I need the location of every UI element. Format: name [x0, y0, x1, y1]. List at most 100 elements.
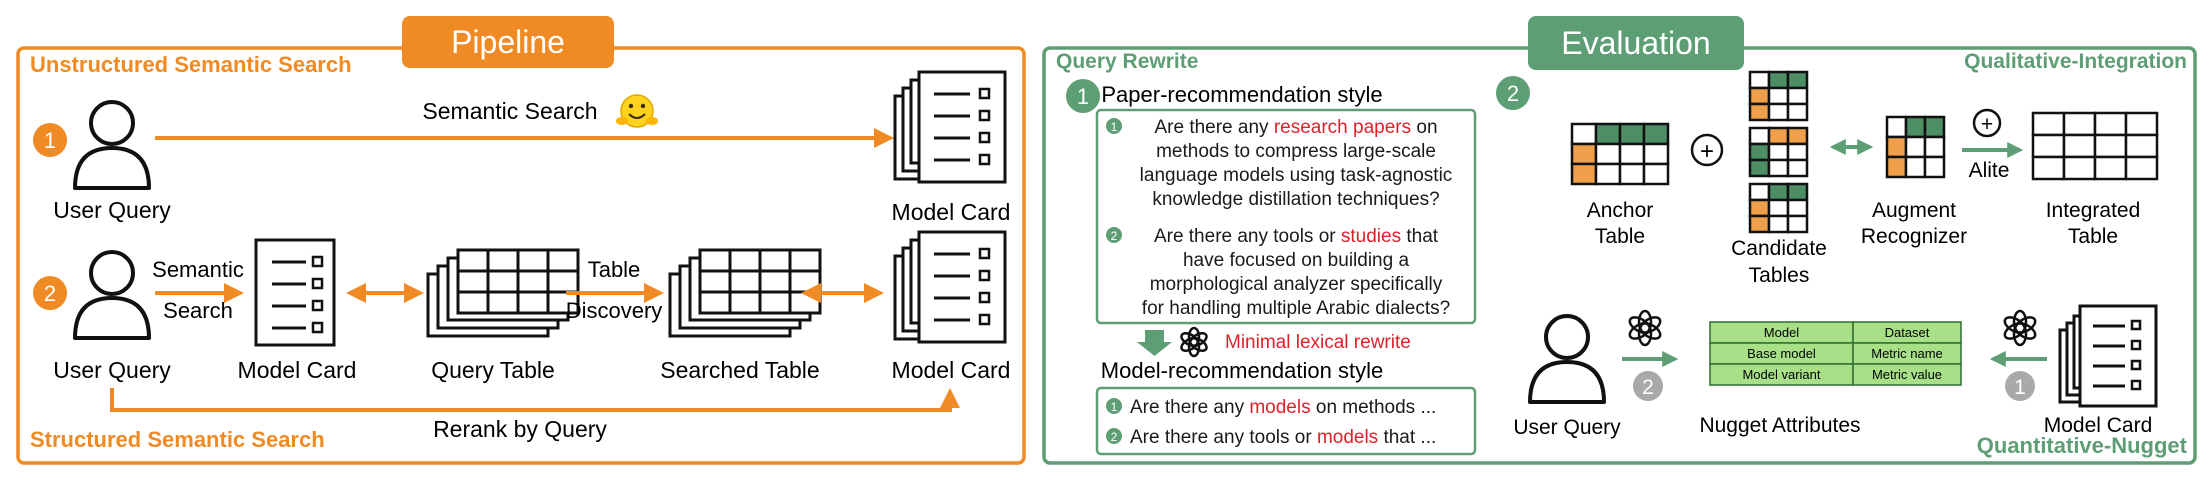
integrated-label-b: Table — [2068, 225, 2118, 248]
model-card-top-label: Model Card — [892, 199, 1011, 225]
nugget-cell: Dataset — [1885, 325, 1930, 340]
eval-model-card-label: Model Card — [2044, 414, 2153, 437]
table-discovery-label-b: Discovery — [566, 298, 663, 323]
table-discovery-label-a: Table — [588, 257, 641, 282]
svg-text:1: 1 — [1077, 84, 1089, 109]
model-card-mid-label: Model Card — [238, 357, 357, 383]
alite-label: Alite — [1969, 159, 2010, 182]
semantic-label-2b: Search — [163, 298, 233, 323]
model-question-2: Are there any tools or models that ... — [1130, 427, 1436, 448]
rewrite-label: Minimal lexical rewrite — [1225, 332, 1411, 353]
svg-text:+: + — [1700, 138, 1714, 165]
candidate-tables-icon — [1748, 70, 1809, 234]
augment-recognizer-icon — [1885, 115, 1946, 179]
paper-style-title: Paper-recommendation style — [1101, 82, 1382, 107]
nugget-cell: Base model — [1747, 346, 1816, 361]
svg-text:2: 2 — [1507, 81, 1519, 106]
anchor-table-icon — [1570, 122, 1670, 186]
model-card-stack-icon-2 — [893, 230, 1007, 344]
svg-text:for handling multiple Arabic d: for handling multiple Arabic dialects? — [1142, 298, 1450, 319]
svg-text:Are there any research papers: Are there any research papers on — [1154, 117, 1437, 138]
nugget-cell: Metric name — [1871, 346, 1943, 361]
model-card-stack-icon — [893, 70, 1007, 184]
nugget-cell: Model variant — [1742, 367, 1820, 382]
augment-label-b: Recognizer — [1861, 225, 1967, 248]
searched-table-stack-icon — [668, 248, 822, 338]
integrated-label-a: Integrated — [2046, 199, 2141, 222]
eval-user-query-label: User Query — [1513, 416, 1621, 439]
svg-text:1: 1 — [44, 128, 56, 153]
rerank-label: Rerank by Query — [433, 416, 607, 442]
anchor-table-label-a: Anchor — [1587, 199, 1654, 222]
nugget-cell: Model — [1764, 325, 1800, 340]
model-card-icon — [254, 238, 336, 347]
svg-text:language models using task-agn: language models using task-agnostic — [1140, 165, 1453, 186]
svg-text:2: 2 — [1111, 229, 1118, 243]
user-icon-2 — [73, 250, 151, 340]
nugget-cell: Metric value — [1872, 367, 1942, 382]
paper-question-1: Are there any research papers on methods … — [1140, 117, 1453, 210]
svg-text:knowledge distillation techniq: knowledge distillation techniques? — [1152, 189, 1439, 210]
openai-icon — [1180, 326, 1208, 358]
user-icon-eval — [1528, 314, 1606, 404]
candidate-tables-label-b: Tables — [1749, 264, 1810, 287]
m1-badge: 1 — [1106, 398, 1122, 414]
paper-question-2: Are there any tools or studies that have … — [1142, 226, 1450, 319]
openai-icon-right — [2003, 309, 2037, 347]
step1-badge: 1 — [33, 123, 67, 157]
model-questions-box — [1095, 386, 1477, 456]
model-card-right-label: Model Card — [892, 357, 1011, 383]
svg-text:1: 1 — [1111, 400, 1118, 414]
user-icon — [73, 100, 151, 190]
svg-text:2: 2 — [1111, 430, 1118, 444]
hugging-face-icon — [616, 94, 658, 128]
m2-badge: 2 — [1106, 428, 1122, 444]
nugget-attributes-label: Nugget Attributes — [1699, 414, 1860, 437]
svg-text:1: 1 — [1111, 120, 1118, 134]
q2-badge: 2 — [1106, 227, 1122, 243]
pipeline-title-box — [402, 16, 614, 68]
svg-text:morphological analyzer specifi: morphological analyzer specifically — [1150, 274, 1443, 295]
semantic-label-2a: Semantic — [152, 257, 244, 282]
svg-text:+: + — [1981, 113, 1993, 136]
integrated-table-icon — [2031, 111, 2159, 181]
query-table-label: Query Table — [431, 357, 555, 383]
evaluation-title: Evaluation — [1561, 25, 1710, 61]
augment-label-a: Augment — [1872, 199, 1956, 222]
user-query-label-2: User Query — [53, 357, 171, 383]
gray-badge-2: 2 — [1633, 371, 1663, 401]
svg-text:Are there any models on method: Are there any models on methods ... — [1130, 397, 1436, 418]
model-question-1: Are there any models on methods ... — [1130, 397, 1436, 418]
svg-text:1: 1 — [2014, 376, 2026, 399]
svg-text:methods to compress large-scal: methods to compress large-scale — [1156, 141, 1436, 162]
user-query-label: User Query — [53, 197, 171, 223]
rewrite-down-arrow — [1137, 330, 1172, 356]
eval-step2-badge: 2 — [1496, 76, 1530, 110]
query-rewrite-label: Query Rewrite — [1056, 50, 1198, 73]
step2-badge: 2 — [33, 276, 67, 310]
paper-questions-box — [1095, 108, 1477, 325]
model-style-title: Model-recommendation style — [1101, 358, 1383, 383]
structured-search-label: Structured Semantic Search — [30, 427, 325, 452]
openai-icon-left — [1628, 309, 1662, 347]
svg-text:2: 2 — [1642, 376, 1654, 399]
searched-table-label: Searched Table — [660, 357, 819, 383]
svg-text:Are there any tools or studies: Are there any tools or studies that — [1154, 226, 1439, 247]
candidate-tables-label-a: Candidate — [1731, 237, 1827, 260]
qualitative-label: Qualitative-Integration — [1964, 50, 2187, 73]
eval-model-card-stack-icon — [2058, 304, 2158, 408]
rerank-arrow — [110, 388, 960, 412]
plus-circle-icon: + — [1690, 133, 1724, 167]
quantitative-label: Quantitative-Nugget — [1977, 433, 2188, 458]
gray-badge-1: 1 — [2005, 371, 2035, 401]
query-table-stack-icon — [426, 248, 580, 338]
anchor-table-label-b: Table — [1595, 225, 1645, 248]
svg-text:Are there any tools or models: Are there any tools or models that ... — [1130, 427, 1436, 448]
unstructured-search-label: Unstructured Semantic Search — [30, 52, 352, 77]
svg-text:have focused on building a: have focused on building a — [1183, 250, 1409, 271]
evaluation-title-box — [1528, 16, 1744, 70]
semantic-search-label: Semantic Search — [422, 98, 597, 124]
pipeline-title: Pipeline — [451, 24, 565, 60]
